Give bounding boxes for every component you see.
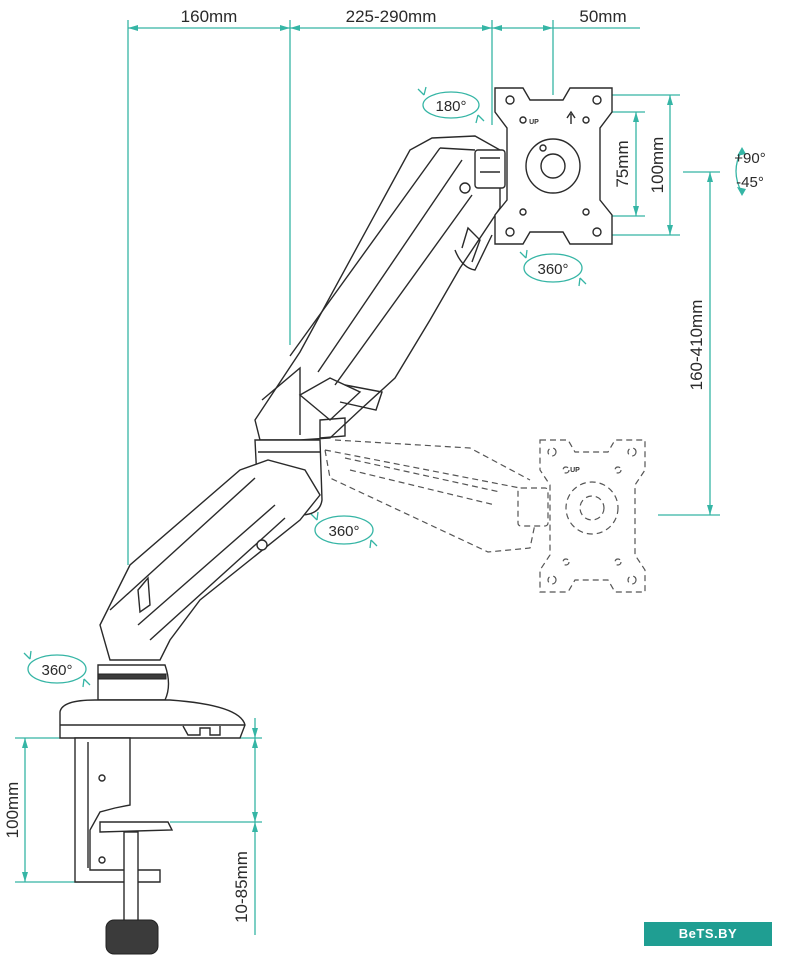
upper-arm — [254, 135, 506, 441]
rotation-badge-elbow: 360° — [310, 511, 378, 549]
rotation-elbow-label: 360° — [328, 523, 359, 540]
dim-vesa-small: 75mm — [613, 140, 632, 187]
watermark-text: BeTS.BY — [678, 926, 738, 941]
rotation-plate-label: 360° — [537, 261, 568, 278]
rotation-tilt-up-label: +90° — [734, 150, 765, 167]
lower-arm — [99, 459, 321, 661]
rotation-badge-base: 360° — [23, 650, 91, 688]
ghost-vesa-plate: UP — [539, 439, 646, 593]
dim-top-vesa-offset: 50mm — [579, 7, 626, 26]
dim-vesa-large: 100mm — [648, 137, 667, 194]
vesa-plate: UP — [494, 87, 613, 245]
rotation-head-label: 180° — [435, 98, 466, 115]
desk-clamp — [74, 737, 174, 955]
dimension-lines — [15, 20, 720, 935]
rotation-base-label: 360° — [41, 662, 72, 679]
up-mark: UP — [529, 119, 539, 126]
dim-height-range: 160-410mm — [687, 300, 706, 391]
dim-top-arm-reach: 160mm — [181, 7, 238, 26]
ghost-up-mark: UP — [570, 467, 580, 474]
rotation-badge-tilt: +90° -45° — [734, 147, 766, 196]
dimension-labels: 160mm 225-290mm 50mm 75mm 100mm 160-410m… — [3, 7, 706, 923]
watermark-badge: BeTS.BY — [644, 922, 772, 946]
rotation-tilt-down-label: -45° — [736, 174, 764, 191]
ghost-arm-lowered — [324, 439, 549, 553]
dim-top-extension: 225-290mm — [346, 7, 437, 26]
desk-base — [59, 664, 246, 739]
rotation-badge-plate: 360° — [519, 249, 587, 287]
rotation-badge-head: 180° — [417, 86, 485, 124]
dim-clamp-height: 100mm — [3, 782, 22, 839]
dim-desk-thickness: 10-85mm — [232, 851, 251, 923]
